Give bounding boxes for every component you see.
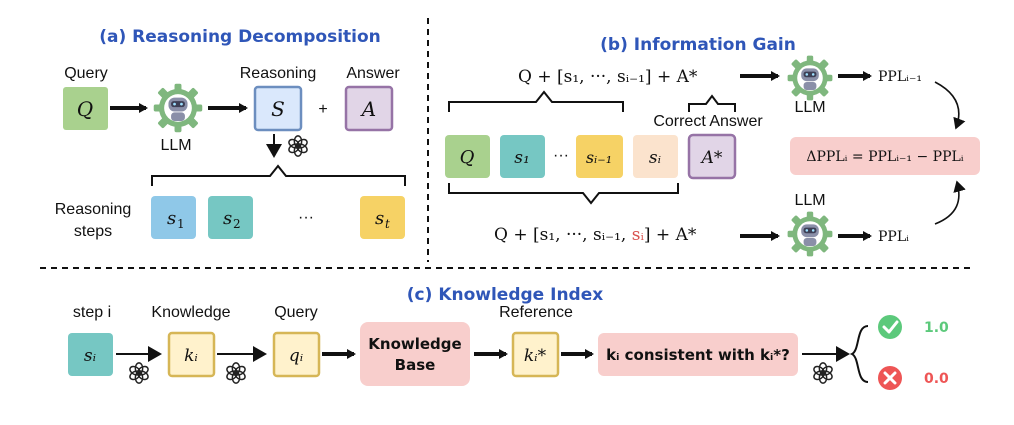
step-1-sub: 1 (177, 217, 185, 231)
ppl-bottom: PPLᵢ (878, 229, 909, 245)
ppl-top: PPLᵢ₋₁ (878, 69, 922, 85)
context-brace-top (448, 90, 624, 112)
panel-c-title: (c) Knowledge Index (407, 285, 603, 305)
correct-answer-label: Correct Answer (653, 113, 763, 130)
b-step-i-box (633, 135, 678, 178)
step-box-t (360, 196, 405, 239)
query-label-c: Query (274, 304, 318, 321)
b-answer-box (687, 133, 737, 180)
check-mark (882, 320, 899, 334)
arrow-ppl-top-delta (934, 81, 966, 130)
step-box-1 (151, 196, 196, 239)
step-t-sub: t (385, 217, 390, 231)
llm-label-a: LLM (160, 137, 191, 154)
score-yes: 1.0 (924, 320, 949, 336)
step-1-symbol: s (167, 208, 176, 229)
step-2-sub: 2 (233, 217, 241, 231)
c-query-box (272, 331, 321, 378)
b-query-box (445, 135, 490, 178)
knowledge-base-box (360, 322, 470, 386)
query-box (63, 87, 108, 130)
step-t-symbol: s (375, 208, 384, 229)
steps-label-1: Reasoning (55, 201, 132, 218)
plus-sign: + (318, 101, 327, 118)
consistency-box (598, 333, 798, 376)
b-step-prev-symbol: sᵢ₋₁ (586, 148, 612, 167)
b-step-prev-box (576, 135, 623, 178)
openai-icon-2 (225, 362, 247, 384)
llm-label-top: LLM (794, 99, 825, 116)
answer-symbol: A (360, 97, 376, 121)
kb-label-2: Base (395, 356, 436, 374)
b-step-1-symbol: s₁ (514, 148, 530, 168)
llm-robot-bottom-icon (787, 211, 833, 257)
delta-ppl-formula: ΔPPLᵢ = PPLᵢ₋₁ − PPLᵢ (806, 149, 963, 165)
b-query-symbol: Q (460, 147, 475, 168)
b-dots: ··· (553, 147, 569, 164)
context-brace-bottom (448, 183, 679, 205)
query-label: Query (64, 65, 108, 82)
arrow-ppl-bottom-delta (934, 180, 966, 225)
answer-label: Answer (346, 65, 400, 82)
knowledge-label: Knowledge (151, 304, 230, 321)
bottom-formula: Q + [s₁, ···, sᵢ₋₁, sᵢ] + A* (494, 225, 697, 245)
c-reference-box (511, 331, 560, 378)
top-formula: Q + [s₁, ···, sᵢ₋₁] + A* (518, 67, 698, 87)
openai-icon (287, 135, 309, 157)
score-no: 0.0 (924, 371, 949, 387)
c-query-symbol: qᵢ (289, 346, 303, 366)
c-knowledge-symbol: kᵢ (184, 346, 198, 366)
openai-icon-1 (128, 362, 150, 384)
llm-label-bottom: LLM (794, 192, 825, 209)
reasoning-label: Reasoning (240, 65, 317, 82)
c-knowledge-box (167, 331, 216, 378)
bottom-formula-post: ] + A* (644, 225, 697, 245)
bottom-formula-red: sᵢ (632, 225, 645, 245)
b-step-i-symbol: sᵢ (649, 148, 661, 168)
answer-box (344, 85, 394, 132)
check-icon (878, 315, 902, 339)
query-symbol: Q (77, 97, 93, 121)
panel-a-title: (a) Reasoning Decomposition (99, 27, 381, 47)
reasoning-symbol: S (271, 97, 285, 121)
reasoning-box (253, 85, 303, 132)
step-i-label: step i (73, 304, 111, 321)
openai-icon-3 (812, 362, 834, 384)
bottom-formula-pre: Q + [s₁, ···, sᵢ₋₁, (494, 225, 632, 245)
result-brace (849, 325, 869, 383)
step-box-2 (208, 196, 253, 239)
steps-label-2: steps (74, 223, 112, 240)
cross-mark (883, 371, 897, 385)
consistency-text: kᵢ consistent with kᵢ*? (606, 346, 790, 364)
b-step-1-box (500, 135, 545, 178)
b-answer-symbol: A* (700, 148, 723, 168)
c-reference-symbol: kᵢ* (524, 346, 547, 366)
c-step-symbol: sᵢ (84, 346, 96, 366)
reference-label: Reference (499, 304, 573, 321)
kb-label-1: Knowledge (368, 335, 461, 353)
c-step-box (68, 333, 113, 376)
llm-robot-icon (153, 83, 203, 133)
steps-brace (151, 164, 406, 186)
panel-b-title: (b) Information Gain (600, 35, 796, 55)
step-2-symbol: s (223, 208, 232, 229)
step-dots: ··· (298, 209, 314, 226)
delta-ppl-box (790, 137, 980, 175)
llm-robot-top-icon (787, 55, 833, 101)
answer-brace (688, 94, 736, 112)
